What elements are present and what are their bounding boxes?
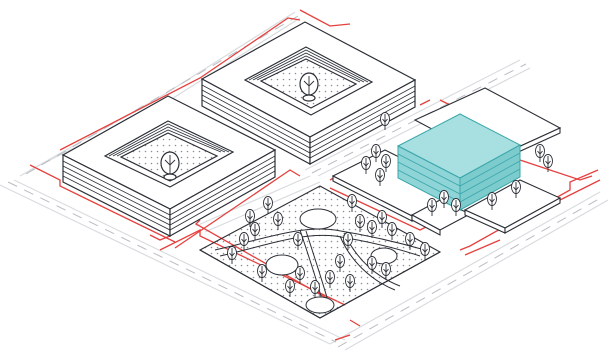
tree-icon [264, 197, 273, 215]
lawn-left [266, 255, 298, 275]
tree-icon [536, 145, 545, 163]
lawn-top [300, 209, 336, 229]
tree-icon [544, 155, 553, 173]
lawn-bottom [306, 297, 334, 313]
